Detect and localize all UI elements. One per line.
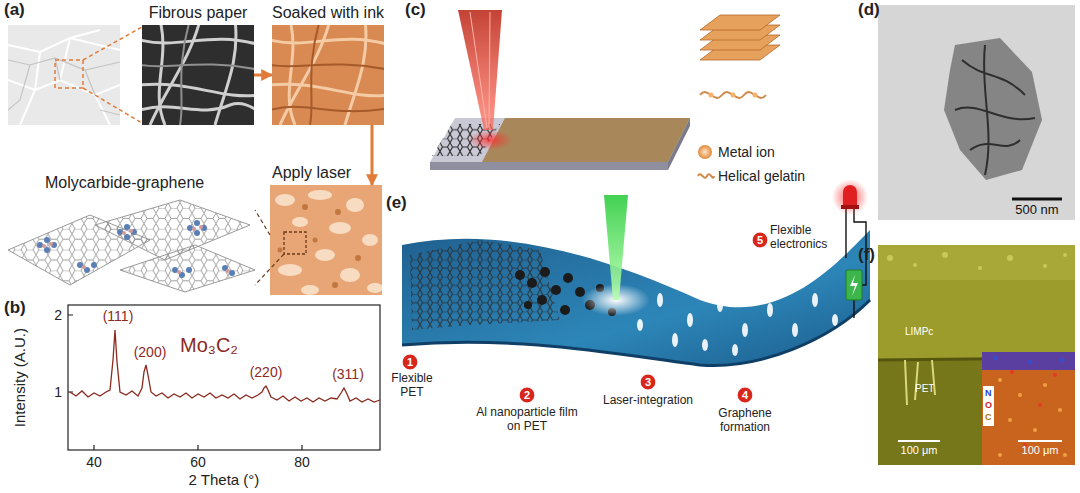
ink-soaked-paper-image xyxy=(272,25,384,125)
peak-label: (200) xyxy=(134,344,167,360)
image-tile: Apply laser xyxy=(270,185,382,295)
zoom-leader xyxy=(255,254,284,285)
molycarbide-graphene-model xyxy=(8,200,255,292)
zoom-leader xyxy=(55,27,142,123)
axis-title: 2 Theta (°) xyxy=(189,471,260,488)
peak-label: (311) xyxy=(332,366,364,382)
tile-heading: Apply laser xyxy=(272,164,351,182)
crumpled-paper-photo xyxy=(8,25,120,125)
step-label: Al nanoparticle film on PET xyxy=(471,406,583,434)
element-key: O xyxy=(985,400,992,410)
fiber-sem-image xyxy=(142,25,254,125)
panel-letter: (c) xyxy=(405,0,426,20)
callout-number: 1 xyxy=(407,356,413,369)
step-label: Graphene formation xyxy=(705,407,785,435)
tick-label: 80 xyxy=(294,454,310,470)
laser-foam-image xyxy=(270,185,382,295)
callout-number: 2 xyxy=(524,389,530,402)
step-label: Flexible electronics xyxy=(770,224,836,252)
callout-number: 4 xyxy=(742,389,748,402)
tick-label: 2 xyxy=(54,307,62,323)
panel-letter: (e) xyxy=(386,193,407,213)
panel-letter: (a) xyxy=(4,0,25,20)
step-label: Laser-integration xyxy=(603,394,693,408)
image-tile: Fibrous paper xyxy=(142,25,254,125)
phase-label: Mo₃C₂ xyxy=(180,334,238,357)
legend-text: Metal ion xyxy=(718,144,775,160)
panel-letter: (d) xyxy=(858,0,880,20)
process-arrow xyxy=(254,74,272,77)
tile-heading: Molycarbide-graphene xyxy=(45,174,204,192)
laser-writing-scheme xyxy=(430,10,780,178)
process-arrow xyxy=(371,125,374,185)
tick-label: 1 xyxy=(54,384,62,400)
element-key: C xyxy=(985,412,992,422)
peak-label: (220) xyxy=(250,364,283,380)
sem-cross-section xyxy=(878,245,1075,465)
axis-title: Intensity (A.U.) xyxy=(11,328,28,427)
legend-text: Helical gelatin xyxy=(718,168,805,184)
tem-image xyxy=(878,5,1075,220)
image-tile: Soaked with ink xyxy=(272,25,384,125)
flexible-sheet-scheme xyxy=(402,179,870,403)
image-tile: Molycarbide-graphene xyxy=(5,195,255,290)
layer-label: PET xyxy=(915,383,934,395)
tile-heading: Soaked with ink xyxy=(272,4,384,22)
layer-label: LIMPc xyxy=(905,326,933,338)
peak-label: (111) xyxy=(103,308,134,324)
scale-label: 100 μm xyxy=(901,444,938,457)
scale-label: 100 μm xyxy=(1022,444,1059,457)
zoom-connector xyxy=(255,210,270,235)
tick-label: 60 xyxy=(190,454,206,470)
panel-letter: (f) xyxy=(858,245,875,265)
step-label: Flexible PET xyxy=(381,372,443,400)
panel-letter: (b) xyxy=(4,298,26,318)
scale-label: 500 nm xyxy=(1015,203,1058,218)
tile-heading: Fibrous paper xyxy=(149,4,248,22)
tick-label: 40 xyxy=(86,454,102,470)
callout-number: 5 xyxy=(757,234,763,247)
element-key: N xyxy=(985,388,992,398)
callout-number: 3 xyxy=(645,376,651,389)
xrd-chart xyxy=(68,305,380,450)
